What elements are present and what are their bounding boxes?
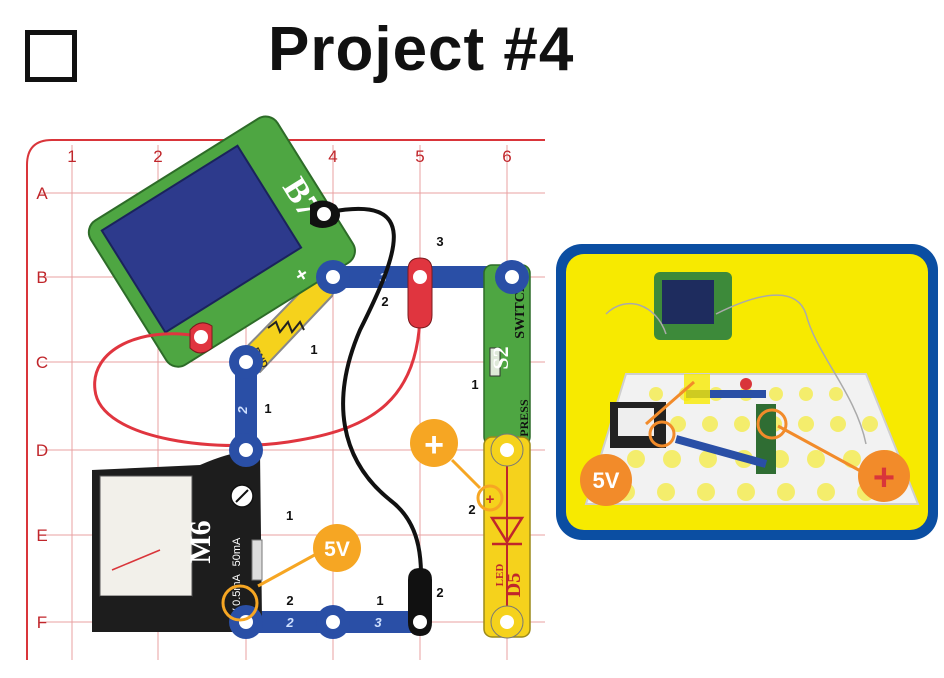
col-label: 2 (153, 147, 162, 166)
page-title: Project #4 (268, 15, 575, 84)
snap-number: 3 (374, 615, 382, 630)
switch-action: PRESS (517, 399, 531, 437)
level-number: 1 (310, 342, 317, 357)
led-code: D5 (503, 573, 525, 597)
row-label: C (36, 353, 48, 372)
grid-frame (26, 139, 545, 660)
meter-code: M6 (184, 520, 217, 563)
level-number: 2 (381, 294, 388, 309)
wire-level-numbers: 3 2 1 1 2 1 2 2 1 2 (264, 234, 478, 608)
circuit-diagram: 1 2 3 4 5 6 A B C D E F RND 3 2 2 3 S2 S… (26, 115, 545, 660)
row-label: F (37, 613, 47, 632)
switch-code: S2 (488, 346, 513, 369)
row-label: D (36, 441, 48, 460)
row-label: A (36, 184, 48, 203)
callout-positive-label: + (424, 426, 444, 464)
callout-voltage-label: 5V (324, 538, 350, 561)
red-wire (93, 309, 422, 448)
led-diode-icon (489, 516, 525, 545)
level-number: 2 (468, 502, 475, 517)
meter-level-number: 1 (286, 508, 293, 523)
meter-scale-mid: 0.5mA (231, 573, 243, 605)
level-number: 1 (471, 377, 478, 392)
meter-scale-high: 50mA (231, 537, 243, 566)
level-number: 2 (436, 585, 443, 600)
level-number: 2 (286, 593, 293, 608)
meter-m6: M6 50mA 0.5mA 5V (92, 452, 263, 632)
level-number: 3 (436, 234, 443, 249)
row-label: B (36, 268, 47, 287)
row-label: E (36, 526, 47, 545)
grid-row-labels: A B C D E F (36, 184, 48, 632)
baseplate-holes (617, 387, 897, 501)
col-label: 4 (328, 147, 337, 166)
switch-s2: S2 SWITCH PRESS (483, 264, 531, 446)
photo-callout-positive: + (873, 457, 895, 499)
solar-cell-b7: B7 + (87, 115, 356, 368)
switch-name: SWITCH (513, 281, 528, 339)
level-number: 1 (376, 593, 383, 608)
col-label: 6 (502, 147, 511, 166)
col-label: 1 (67, 147, 76, 166)
col-label: 5 (415, 147, 424, 166)
circuit-photo-drawing: 5V + (580, 272, 920, 506)
led-plus: + (486, 491, 495, 508)
led-name: LED (494, 564, 506, 587)
callout-positive: + (410, 419, 504, 512)
black-wire (329, 206, 424, 623)
circuit-photo: 5V + (556, 244, 938, 540)
snap-number: 2 (235, 406, 250, 415)
photo-callout-voltage: 5V (593, 468, 620, 493)
checkbox-icon[interactable] (25, 30, 77, 82)
snap-number: 2 (285, 615, 294, 630)
circuit-photo-inner: 5V + (566, 254, 928, 530)
callout-voltage: 5V (221, 524, 361, 622)
level-number: 1 (264, 401, 271, 416)
connectors (189, 200, 529, 639)
